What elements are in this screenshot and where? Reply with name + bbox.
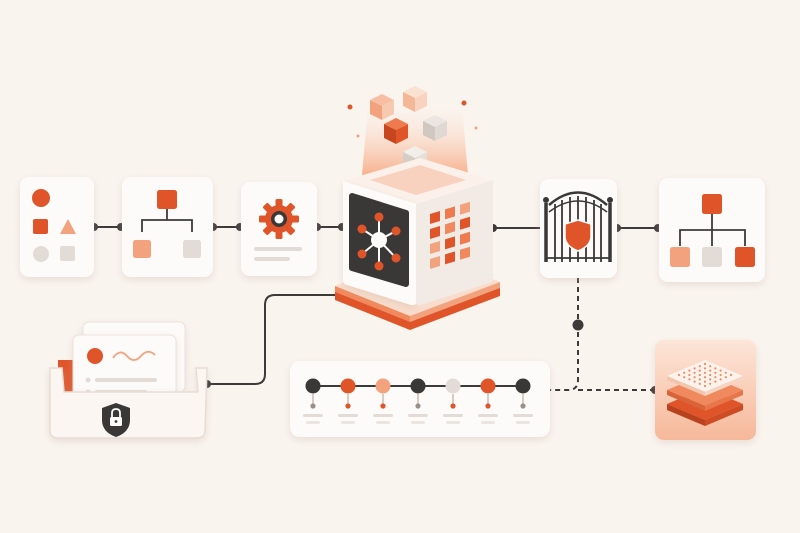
stack-dot	[683, 371, 686, 374]
stack-dot	[709, 369, 712, 372]
layered-stack-card	[655, 340, 756, 440]
timeline-point	[408, 378, 428, 424]
stack-dot	[714, 380, 717, 383]
stack-dot	[688, 378, 691, 381]
hierarchy-card-left	[122, 177, 213, 277]
grid-square	[445, 221, 455, 235]
stack-dot	[698, 365, 701, 368]
floating-block	[384, 118, 408, 144]
timeline-point	[338, 378, 358, 424]
grid-square	[445, 236, 455, 250]
hierarchy-icon	[133, 190, 201, 258]
stack-dot	[693, 371, 696, 374]
grid-square	[460, 201, 470, 215]
central-hub-cube	[335, 86, 500, 330]
data-beam	[347, 86, 478, 175]
gear-icon	[259, 199, 299, 239]
stack-dot	[714, 371, 717, 374]
stack-dot	[703, 367, 707, 370]
stack-dot	[683, 376, 686, 379]
connector-tray-hub	[207, 294, 345, 385]
stack-dot	[719, 378, 722, 381]
grid-square	[445, 206, 455, 220]
stack-dot	[709, 373, 712, 377]
stack-dot	[698, 369, 701, 372]
stack-dot	[688, 369, 691, 372]
gate-shield-icon	[543, 191, 613, 262]
stack-dot	[693, 376, 696, 379]
stack-dot	[709, 382, 712, 385]
timeline-point	[373, 378, 393, 424]
stack-dot	[703, 384, 707, 388]
grid-square	[460, 246, 470, 260]
shapes-card	[20, 177, 94, 277]
grid-square	[430, 241, 440, 254]
cube-side-grid	[430, 201, 470, 269]
stack-dot	[703, 371, 707, 374]
lock-icon	[102, 403, 130, 437]
hierarchy-card-right	[659, 178, 765, 282]
stack-dot	[703, 362, 707, 366]
floating-block	[423, 115, 447, 141]
stack-dot	[724, 371, 727, 374]
stack-dot	[719, 373, 722, 377]
timeline-point	[513, 378, 533, 424]
grid-square	[460, 216, 470, 230]
hierarchy-icon	[670, 194, 755, 267]
stack-dot	[693, 380, 696, 383]
secure-document-tray	[49, 321, 208, 439]
stack-dot	[709, 365, 712, 368]
stack-dot	[698, 378, 701, 381]
connector-dot	[572, 319, 584, 331]
settings-text-line	[254, 247, 302, 251]
cube-top-glow	[370, 165, 466, 195]
stack-dot	[693, 367, 696, 370]
layers-icon	[667, 360, 743, 426]
floating-block	[370, 94, 394, 120]
shield-icon	[564, 219, 592, 252]
timeline-point	[303, 378, 323, 424]
stack-dot	[703, 376, 707, 379]
network-hub-icon	[349, 193, 409, 287]
stack-dot	[698, 373, 701, 377]
grid-square	[430, 226, 440, 239]
stack-dot	[688, 373, 691, 377]
grid-square	[430, 211, 440, 224]
timeline-card	[290, 361, 550, 437]
stack-dot-grid	[677, 362, 733, 388]
stack-dot	[677, 373, 681, 377]
stack-dot	[709, 378, 712, 381]
stack-dot	[703, 380, 707, 383]
gateway-card	[540, 179, 617, 278]
stack-dot	[714, 367, 717, 370]
shapes-icon	[32, 189, 76, 262]
document-sheet	[72, 334, 177, 406]
stack-dot	[698, 382, 701, 385]
timeline-point	[443, 378, 463, 424]
grid-square	[430, 256, 440, 269]
grid-square	[445, 251, 455, 265]
settings-card	[241, 182, 317, 276]
stack-dot	[729, 373, 733, 377]
settings-text-line	[254, 257, 290, 261]
timeline-icon	[303, 378, 533, 424]
timeline-point	[478, 378, 498, 424]
stack-dot	[719, 369, 722, 372]
connector-gateway-stack-dashed	[548, 278, 655, 391]
stack-dot	[724, 376, 727, 379]
floating-block	[403, 86, 427, 112]
grid-square	[460, 231, 470, 245]
stack-dot	[714, 376, 717, 379]
